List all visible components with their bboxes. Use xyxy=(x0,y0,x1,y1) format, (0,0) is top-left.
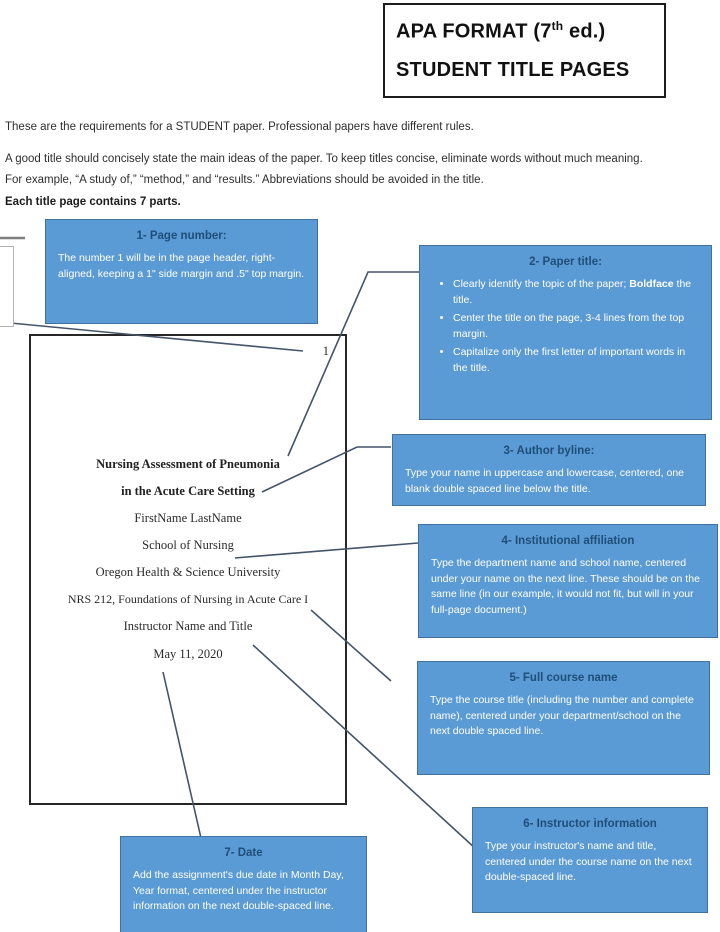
handout-title-line1: APA FORMAT (7th ed.) xyxy=(396,19,664,44)
callout-page-number-body: The number 1 will be in the page header,… xyxy=(58,252,305,280)
callout-course-body: Type the course title (including the num… xyxy=(430,694,694,737)
callout-date: 7- Date Add the assignment's due date in… xyxy=(120,836,367,932)
callout-instructor-body: Type your instructor's name and title, c… xyxy=(485,840,692,883)
callout-instructor-information: 6- Instructor information Type your inst… xyxy=(472,807,708,913)
bullet-item: Capitalize only the first letter of impo… xyxy=(453,345,699,376)
sample-title-page: 1 Nursing Assessment of Pneumonia in the… xyxy=(29,334,347,805)
intro-paragraph-1: These are the requirements for a STUDENT… xyxy=(5,121,474,133)
callout-page-number-title: 1- Page number: xyxy=(136,230,227,242)
handout-title-line2: STUDENT TITLE PAGES xyxy=(396,58,630,81)
bullet1-bold-word: Boldface xyxy=(629,278,674,290)
sample-course-line: NRS 212, Foundations of Nursing in Acute… xyxy=(67,592,309,606)
title-superscript: th xyxy=(551,19,564,34)
callout-paper-title-title: 2- Paper title: xyxy=(529,256,602,268)
bullet-item: Center the title on the page, 3-4 lines … xyxy=(453,311,699,342)
callout-author-byline-title: 3- Author byline: xyxy=(503,445,595,457)
intro-paragraph-2: A good title should concisely state the … xyxy=(5,153,643,186)
cropped-callout-fragment xyxy=(0,246,14,327)
callout-paper-title: 2- Paper title: Clearly identify the top… xyxy=(419,245,712,420)
title-text-part2: ed.) xyxy=(563,21,606,44)
sample-paper-title-line2: in the Acute Care Setting xyxy=(121,484,255,498)
callout-page-number: 1- Page number: The number 1 will be in … xyxy=(45,219,318,324)
sample-university-line: Oregon Health & Science University xyxy=(95,565,281,579)
callout-full-course-name: 5- Full course name Type the course titl… xyxy=(417,661,710,775)
connector-instructor xyxy=(252,644,477,850)
bullet1-text-end: the title. xyxy=(453,278,692,306)
bullet-item: Clearly identify the topic of the paper;… xyxy=(453,277,699,308)
callout-affiliation-title: 4- Institutional affiliation xyxy=(501,535,635,547)
sample-instructor-line: Instructor Name and Title xyxy=(123,619,253,633)
callout-institutional-affiliation: 4- Institutional affiliation Type the de… xyxy=(418,524,718,638)
callout-course-title: 5- Full course name xyxy=(509,672,618,684)
handout-title-box: APA FORMAT (7th ed.) STUDENT TITLE PAGES xyxy=(383,3,666,98)
callout-author-byline-body: Type your name in uppercase and lowercas… xyxy=(405,467,685,495)
sample-date-line: May 11, 2020 xyxy=(153,647,223,661)
sample-author-line: FirstName LastName xyxy=(134,511,242,525)
connector-paper-title xyxy=(287,271,419,457)
callout-date-body: Add the assignment's due date in Month D… xyxy=(133,869,344,912)
bullet1-text: Clearly identify the topic of the paper; xyxy=(453,278,630,290)
connector-page-number xyxy=(0,321,304,352)
callout-affiliation-body: Type the department name and school name… xyxy=(431,557,700,616)
callout-paper-title-bullets: Clearly identify the topic of the paper;… xyxy=(432,277,699,376)
sample-school-line: School of Nursing xyxy=(142,538,234,552)
sample-page-number: 1 xyxy=(322,344,329,358)
intro-paragraph-bold: Each title page contains 7 parts. xyxy=(5,196,181,208)
sample-paper-title-line1: Nursing Assessment of Pneumonia xyxy=(96,457,280,471)
connector-date xyxy=(162,671,202,839)
title-text-part1: APA FORMAT (7 xyxy=(396,21,552,44)
connector-author-byline xyxy=(261,446,391,493)
callout-instructor-title: 6- Instructor information xyxy=(523,818,657,830)
connector-course-name xyxy=(310,609,392,682)
callout-date-title: 7- Date xyxy=(224,847,263,859)
connector-affiliation xyxy=(234,542,419,559)
callout-author-byline: 3- Author byline: Type your name in uppe… xyxy=(392,434,706,506)
